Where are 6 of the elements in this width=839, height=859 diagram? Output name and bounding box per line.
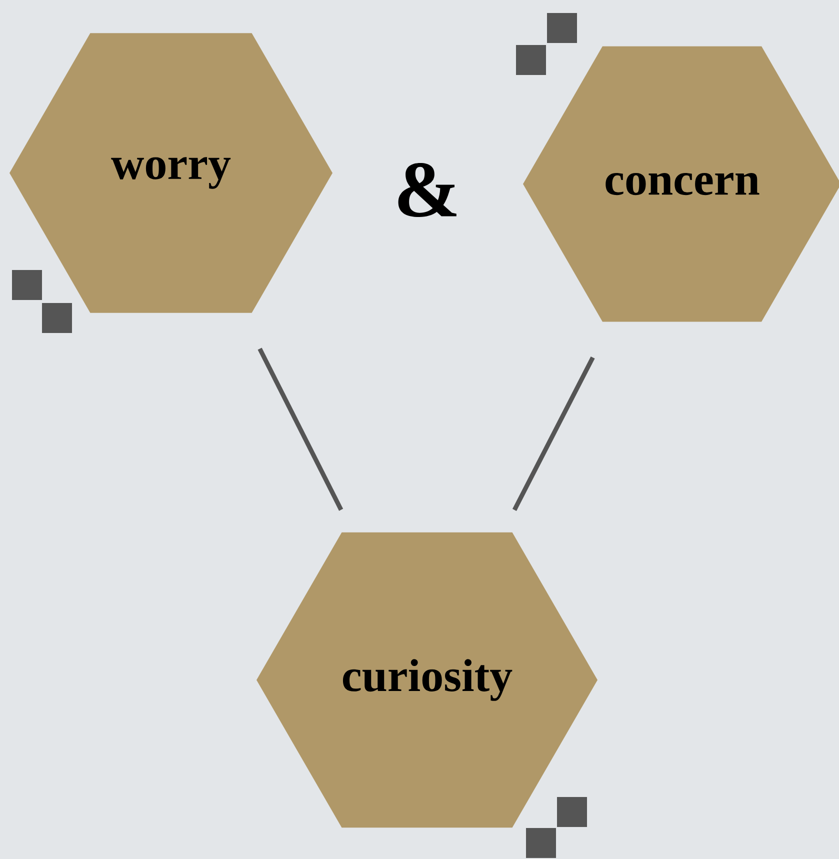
- connector-line: [512, 356, 595, 511]
- hexagon: curiosity: [256, 532, 598, 828]
- hexagon: worry: [10, 33, 332, 313]
- hexagon: concern: [523, 46, 839, 322]
- connector-line: [258, 348, 344, 511]
- ampersand: &: [398, 163, 456, 217]
